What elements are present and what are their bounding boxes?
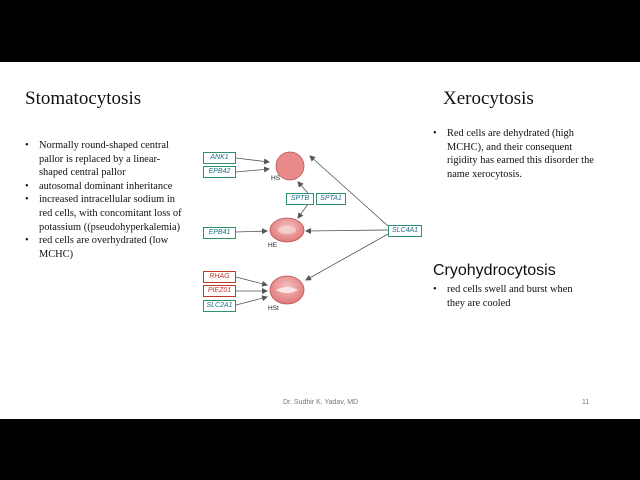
arrow-slc2a1-hst [235,295,268,306]
arrow-sptb-he [297,203,309,219]
bullet-item: red cells are overhydrated (low MCHC) [25,234,187,261]
bullet-item: red cells swell and burst when they are … [433,283,573,310]
cell-label-hst: HSt [268,305,279,312]
slide: Stomatocytosis Normally round-shaped cen… [0,62,640,419]
gene-box-slc2a1: SLC2A1 [203,300,236,312]
bullet-item: Normally round-shaped central pallor is … [25,139,187,180]
gene-box-slc4a1: SLC4A1 [388,225,422,237]
stomatocytosis-bullets: Normally round-shaped central pallor is … [25,139,187,261]
gene-box-ank1: ANK1 [203,152,236,164]
bullet-item: increased intracellular sodium in red ce… [25,193,187,234]
protein-defect-diagram: ANK1 EPB42 SPTB SPTA1 EPB41 SLC4A1 RHAG … [196,138,428,324]
cell-label-hs: HS [271,175,281,182]
arrow-epb42-hs [235,166,270,173]
gene-box-epb42: EPB42 [203,166,236,178]
xerocytosis-title: Xerocytosis [443,88,534,109]
diagram-graphics [235,151,389,306]
gene-box-sptb: SPTB [286,193,314,205]
arrow-slc4a1-hst [305,233,389,281]
cell-label-he: HE [268,242,278,249]
arrow-sptb-hs [297,181,309,194]
cryohydrocytosis-title: Cryohydrocytosis [433,262,556,279]
arrow-rhag-hst [235,276,268,287]
arrow-epb41-he [235,228,268,235]
gene-box-epb41: EPB41 [203,227,236,239]
bullet-item: Red cells are dehydrated (high MCHC), an… [433,127,598,181]
gene-box-piezo1: PIEZ01 [203,285,236,297]
hst-cell-slit [276,287,298,293]
he-cell-pallor [278,226,296,234]
gene-box-spta1: SPTA1 [316,193,346,205]
page-number: 11 [582,399,590,406]
hs-cell [275,151,305,181]
bullet-item: autosomal dominant inheritance [25,180,187,194]
gene-box-rhag: RHAG [203,271,236,283]
footer-author: Dr. Sudhir K. Yadav, MD [283,399,359,406]
arrow-slc4a1-he [305,227,389,234]
arrow-ank1-hs [235,157,270,165]
stomatocytosis-title: Stomatocytosis [25,88,142,109]
cryohydrocytosis-bullets: red cells swell and burst when they are … [433,283,573,310]
xerocytosis-bullets: Red cells are dehydrated (high MCHC), an… [433,127,598,181]
arrow-slc4a1-hs [309,155,389,227]
